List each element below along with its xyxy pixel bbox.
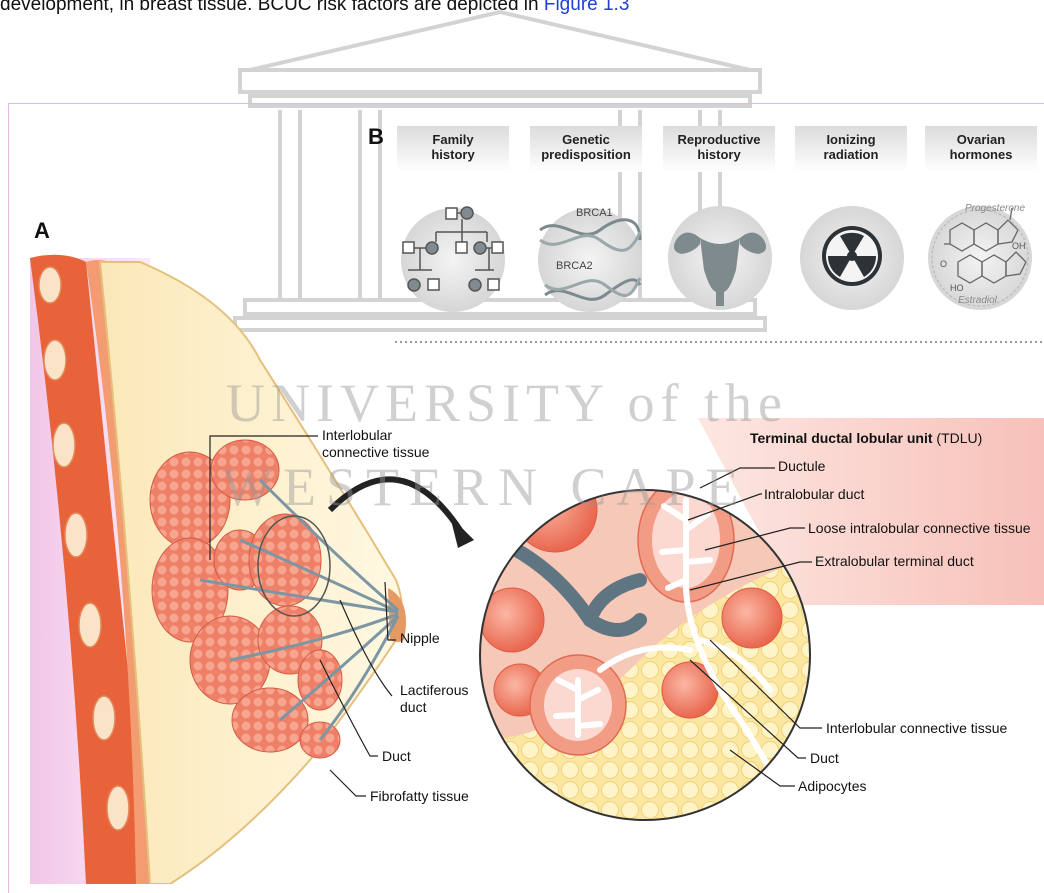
label-fibrofatty: Fibrofatty tissue	[370, 788, 469, 805]
ho-label: HO	[950, 280, 964, 297]
risk-label-line1: Ovarian	[925, 132, 1037, 147]
panel-label-a: A	[34, 218, 50, 244]
risk-label-line2: hormones	[925, 147, 1037, 162]
risk-genetic-predisposition: Genetic predisposition	[530, 126, 642, 172]
label-ductule: Ductule	[778, 458, 825, 475]
zoom-arrowhead	[450, 516, 474, 548]
tdlu-title-rest: (TDLU)	[933, 430, 983, 446]
label-duct: Duct	[382, 748, 411, 765]
risk-label-line2: history	[663, 147, 775, 162]
label-intralobular-duct: Intralobular duct	[764, 486, 864, 503]
tdlu-title-bold: Terminal ductal lobular unit	[750, 430, 933, 446]
watermark-line1: UNIVERSITY of the	[226, 372, 788, 434]
estradiol-label: Estradiol	[958, 292, 997, 309]
label-line: duct	[400, 699, 468, 716]
risk-family-history: Family history	[397, 126, 509, 172]
risk-label-line2: history	[397, 147, 509, 162]
risk-label-line1: Genetic	[530, 132, 642, 147]
label-nipple: Nipple	[400, 630, 440, 647]
panel-label-b: B	[368, 124, 384, 150]
label-interlobular: Interlobular connective tissue	[322, 427, 429, 461]
risk-reproductive-history: Reproductive history	[663, 126, 775, 172]
label-lactiferous-duct: Lactiferous duct	[400, 682, 468, 716]
risk-ionizing-radiation: Ionizing radiation	[795, 126, 907, 172]
label-extralobular-duct: Extralobular terminal duct	[815, 553, 974, 570]
label-loose-connective-tissue: Loose intralobular connective tissue	[808, 520, 1031, 537]
risk-label-line2: predisposition	[530, 147, 642, 162]
watermark-line2: WESTERN CAPE	[222, 456, 749, 518]
progesterone-label: Progesterone	[965, 200, 1025, 217]
label-line: Lactiferous	[400, 682, 468, 699]
risk-ovarian-hormones: Ovarian hormones	[925, 126, 1037, 172]
risk-label-line2: radiation	[795, 147, 907, 162]
risk-label-line1: Reproductive	[663, 132, 775, 147]
radiation-icon	[822, 226, 882, 286]
label-tdlu-duct: Duct	[810, 750, 839, 767]
o-label: O	[940, 256, 947, 273]
risk-label-line1: Ionizing	[795, 132, 907, 147]
brca1-label: BRCA1	[576, 205, 613, 222]
label-line: Interlobular	[322, 427, 429, 444]
label-line: connective tissue	[322, 444, 429, 461]
label-adipocytes: Adipocytes	[798, 778, 866, 795]
label-interlobular-tissue: Interlobular connective tissue	[826, 720, 1007, 737]
brca2-label: BRCA2	[556, 258, 593, 275]
tdlu-title: Terminal ductal lobular unit (TDLU)	[750, 430, 982, 446]
oh-label: OH	[1012, 238, 1026, 255]
risk-label-line1: Family	[397, 132, 509, 147]
